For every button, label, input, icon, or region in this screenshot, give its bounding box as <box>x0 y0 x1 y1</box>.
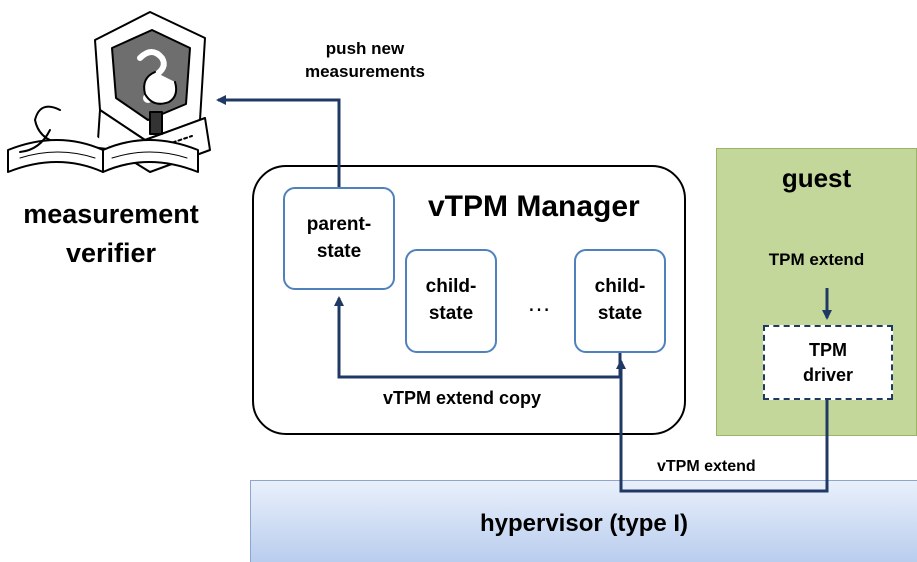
push-label-line2: measurements <box>304 61 425 81</box>
vtpm-extend-label: vTPM extend <box>657 458 756 475</box>
verifier-label-line1: measurement <box>23 199 199 229</box>
vtpm-manager-title: vTPM Manager <box>428 190 640 223</box>
child-state-box: child- state <box>405 249 497 353</box>
parent-state-box: parent- state <box>283 187 395 290</box>
hypervisor-layer: hypervisor (type I) <box>250 480 917 562</box>
parent-state-line2: state <box>316 240 362 262</box>
verifier-label: measurement verifier <box>0 195 222 273</box>
vtpm-extend-copy-label: vTPM extend copy <box>383 388 542 408</box>
tpm-driver-line1: TPM <box>809 340 847 361</box>
push-measurements-arrow <box>216 95 341 187</box>
verifier-computer-icon <box>7 11 211 173</box>
vtpm-extend-arrow <box>616 359 829 493</box>
tpm-driver-box: TPM driver <box>763 325 893 400</box>
push-measurements-label: push new measurements <box>300 38 430 84</box>
guest-title: guest <box>781 163 852 193</box>
child-state-line2: state <box>597 303 643 324</box>
parent-state-line1: parent- <box>306 213 372 235</box>
child-state-box: child- state <box>574 249 666 353</box>
child-state-line1: child- <box>425 276 477 298</box>
ellipsis: … <box>527 290 553 317</box>
verifier-label-line2: verifier <box>65 238 157 269</box>
tpm-driver-line2: driver <box>802 364 854 385</box>
push-label-line1: push new <box>325 39 405 58</box>
tpm-extend-label: TPM extend <box>768 250 865 269</box>
child-state-line1: child- <box>594 276 646 298</box>
child-state-line2: state <box>428 303 474 324</box>
hypervisor-label: hypervisor (type I) <box>479 509 689 537</box>
extend-copy-arrow <box>334 296 622 379</box>
